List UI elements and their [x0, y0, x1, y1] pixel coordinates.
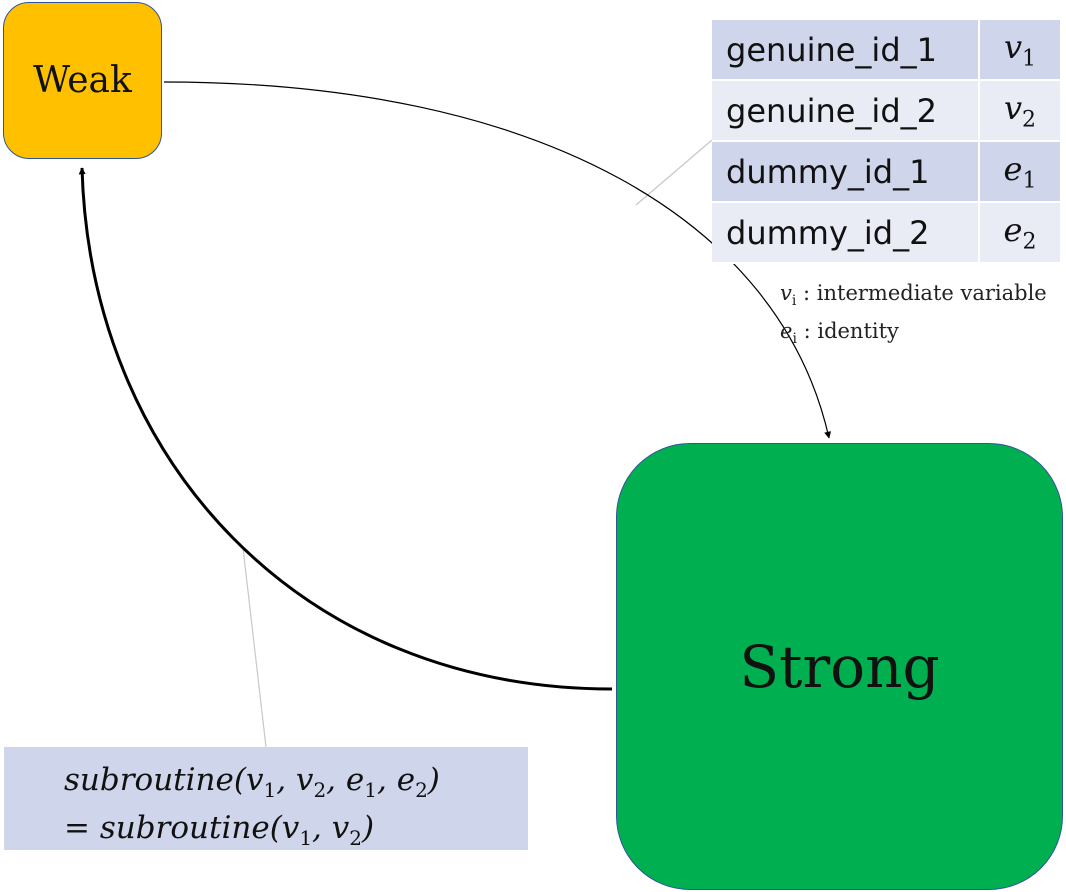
subroutine-formula: subroutine(v1, v2, e1, e2) = subroutine(…: [4, 747, 528, 850]
symbol-legend: vi : intermediate variable ei : identity: [780, 278, 1047, 354]
weak-to-strong-arrow: [163, 81, 832, 439]
formula-callout-line: [242, 547, 267, 748]
table-row: dummy_id_2 e2: [712, 203, 1060, 264]
symbol-cell: v2: [980, 81, 1060, 142]
symbol-cell: v1: [980, 20, 1060, 81]
symbol-cell: e1: [980, 142, 1060, 203]
id-mapping-table: genuine_id_1 v1 genuine_id_2 v2 dummy_id…: [712, 20, 1060, 264]
strong-to-weak-arrow: [78, 167, 613, 691]
table-row: genuine_id_2 v2: [712, 81, 1060, 142]
weak-node-label: Weak: [33, 60, 132, 101]
id-cell: dummy_id_1: [712, 142, 980, 203]
id-cell: genuine_id_1: [712, 20, 980, 81]
weak-node: Weak: [3, 2, 162, 159]
symbol-cell: e2: [980, 203, 1060, 264]
id-cell: dummy_id_2: [712, 203, 980, 264]
table-row: genuine_id_1 v1: [712, 20, 1060, 81]
formula-line-1: subroutine(v1, v2, e1, e2): [64, 762, 440, 803]
formula-line-2: = subroutine(v1, v2): [64, 810, 375, 851]
strong-node: Strong: [616, 443, 1063, 890]
legend-item: ei : identity: [780, 319, 899, 348]
table-callout-line: [635, 139, 713, 206]
id-cell: genuine_id_2: [712, 81, 980, 142]
legend-item: vi : intermediate variable: [780, 281, 1047, 310]
table-row: dummy_id_1 e1: [712, 142, 1060, 203]
strong-node-label: Strong: [739, 632, 940, 701]
